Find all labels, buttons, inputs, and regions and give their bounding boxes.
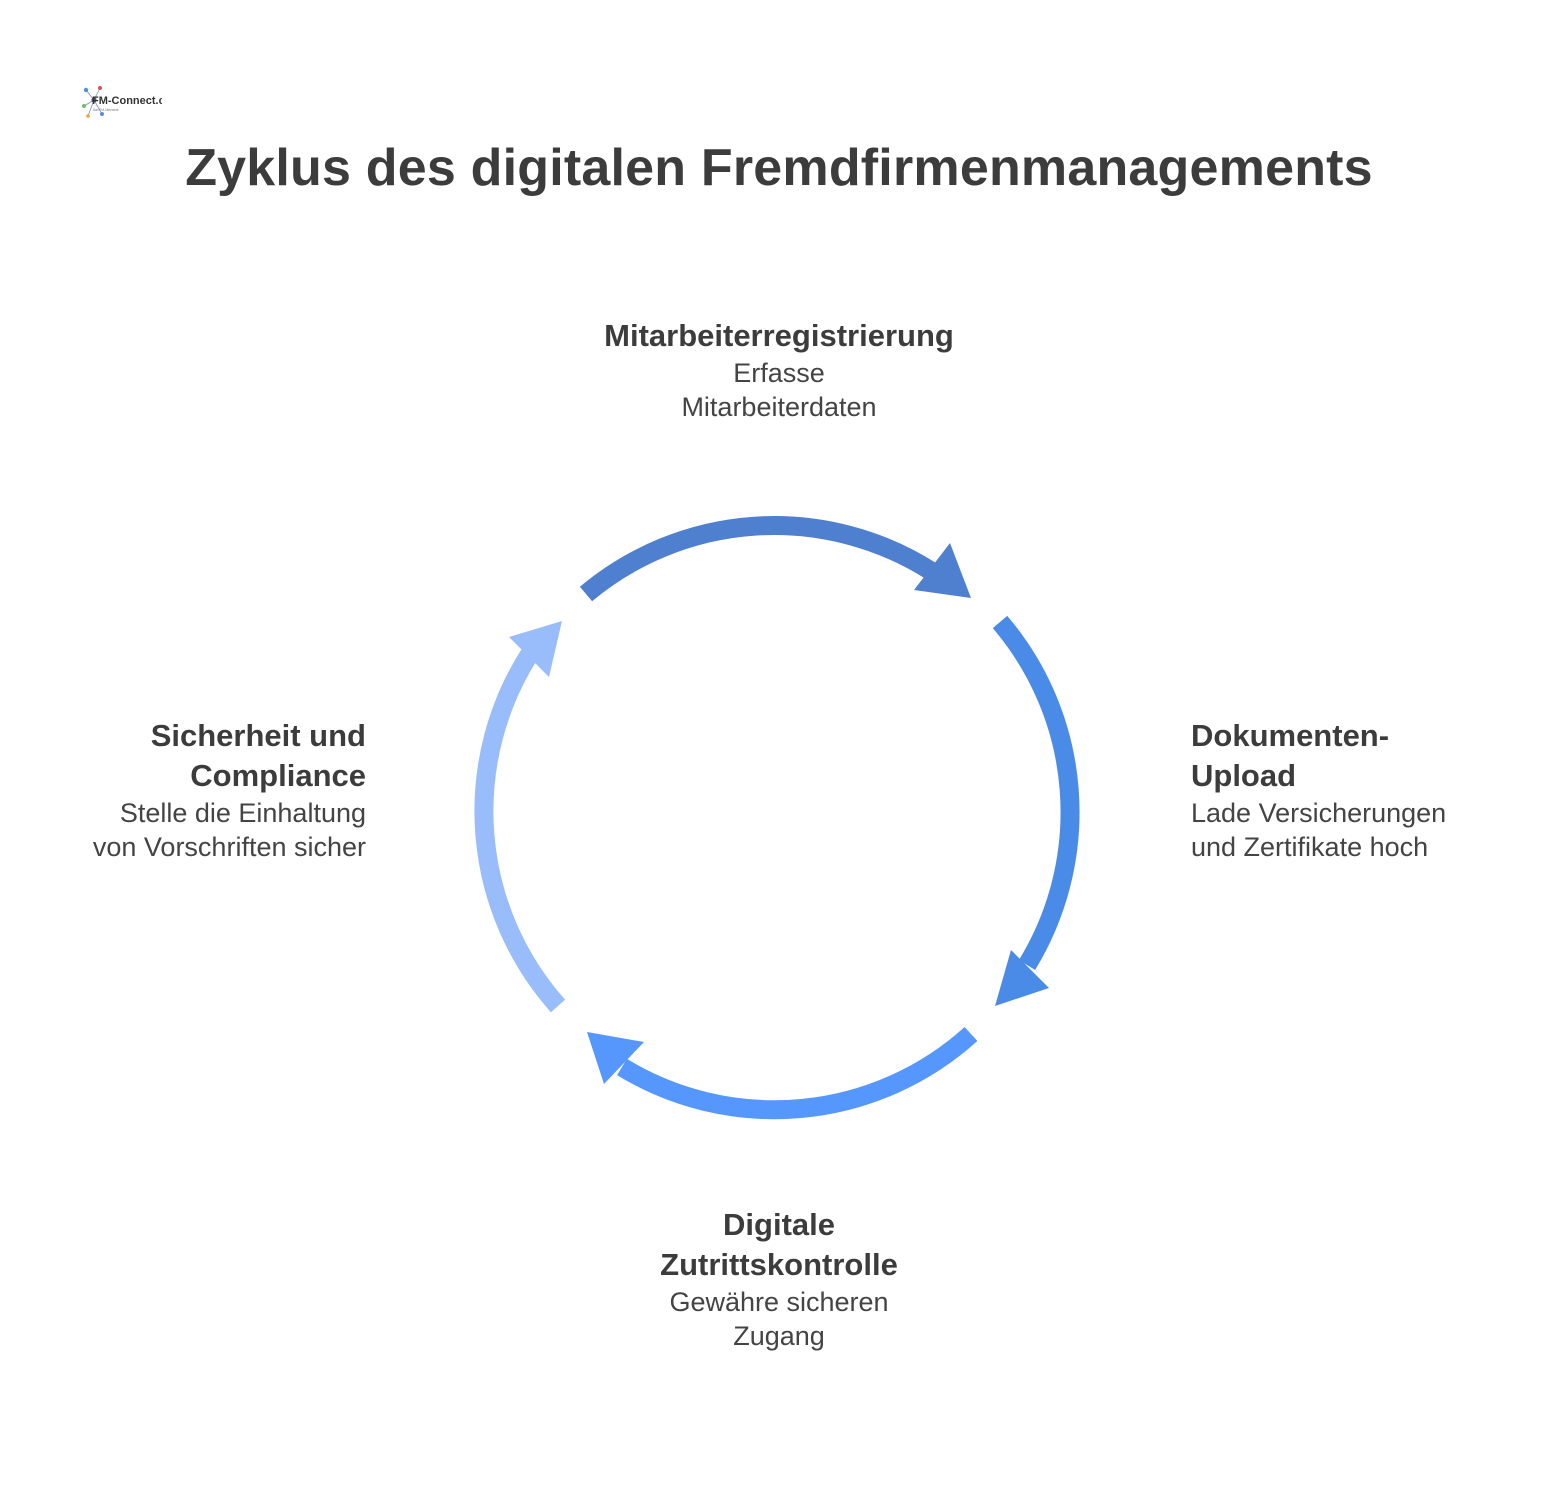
logo-tagline: Das FM-Netzwerk [93,108,119,112]
step-heading: Mitarbeiterregistrierung [604,318,954,353]
logo-text: FM-Connect.com [92,95,162,107]
arc-right-arrow [992,615,1080,970]
fm-connect-logo: FM-Connect.com Das FM-Netzwerk [80,82,162,122]
step-description: Gewähre sicheren Zugang [669,1287,889,1351]
step-document-upload: Dokumenten-Upload Lade Versicherungen un… [1191,716,1481,864]
step-description: Erfasse Mitarbeiterdaten [681,358,877,422]
step-heading: Dokumenten-Upload [1191,718,1390,793]
step-heading: Sicherheit und Compliance [150,718,366,793]
step-description: Lade Versicherungen und Zertifikate hoch [1191,798,1447,862]
arrowhead-bottom-left [587,1032,644,1084]
step-heading: Digitale Zutrittskontrolle [660,1207,898,1282]
step-security-compliance: Sicherheit und Compliance Stelle die Ein… [60,716,366,864]
arrowhead-bottom-right [995,950,1049,1006]
network-logo-icon: FM-Connect.com Das FM-Netzwerk [82,86,162,118]
page-title: Zyklus des digitalen Fremdfirmenmanageme… [185,139,1373,197]
arrowhead-top-right [914,543,971,598]
arc-left-arrow [474,646,566,1013]
arc-bottom-arrow [617,1026,978,1120]
step-employee-registration: Mitarbeiterregistrierung Erfasse Mitarbe… [529,316,1029,424]
arc-top-arrow [579,516,937,602]
arrowhead-top-left [509,621,562,677]
step-access-control: Digitale Zutrittskontrolle Gewähre siche… [579,1205,979,1353]
step-description: Stelle die Einhaltung von Vorschriften s… [92,798,366,862]
